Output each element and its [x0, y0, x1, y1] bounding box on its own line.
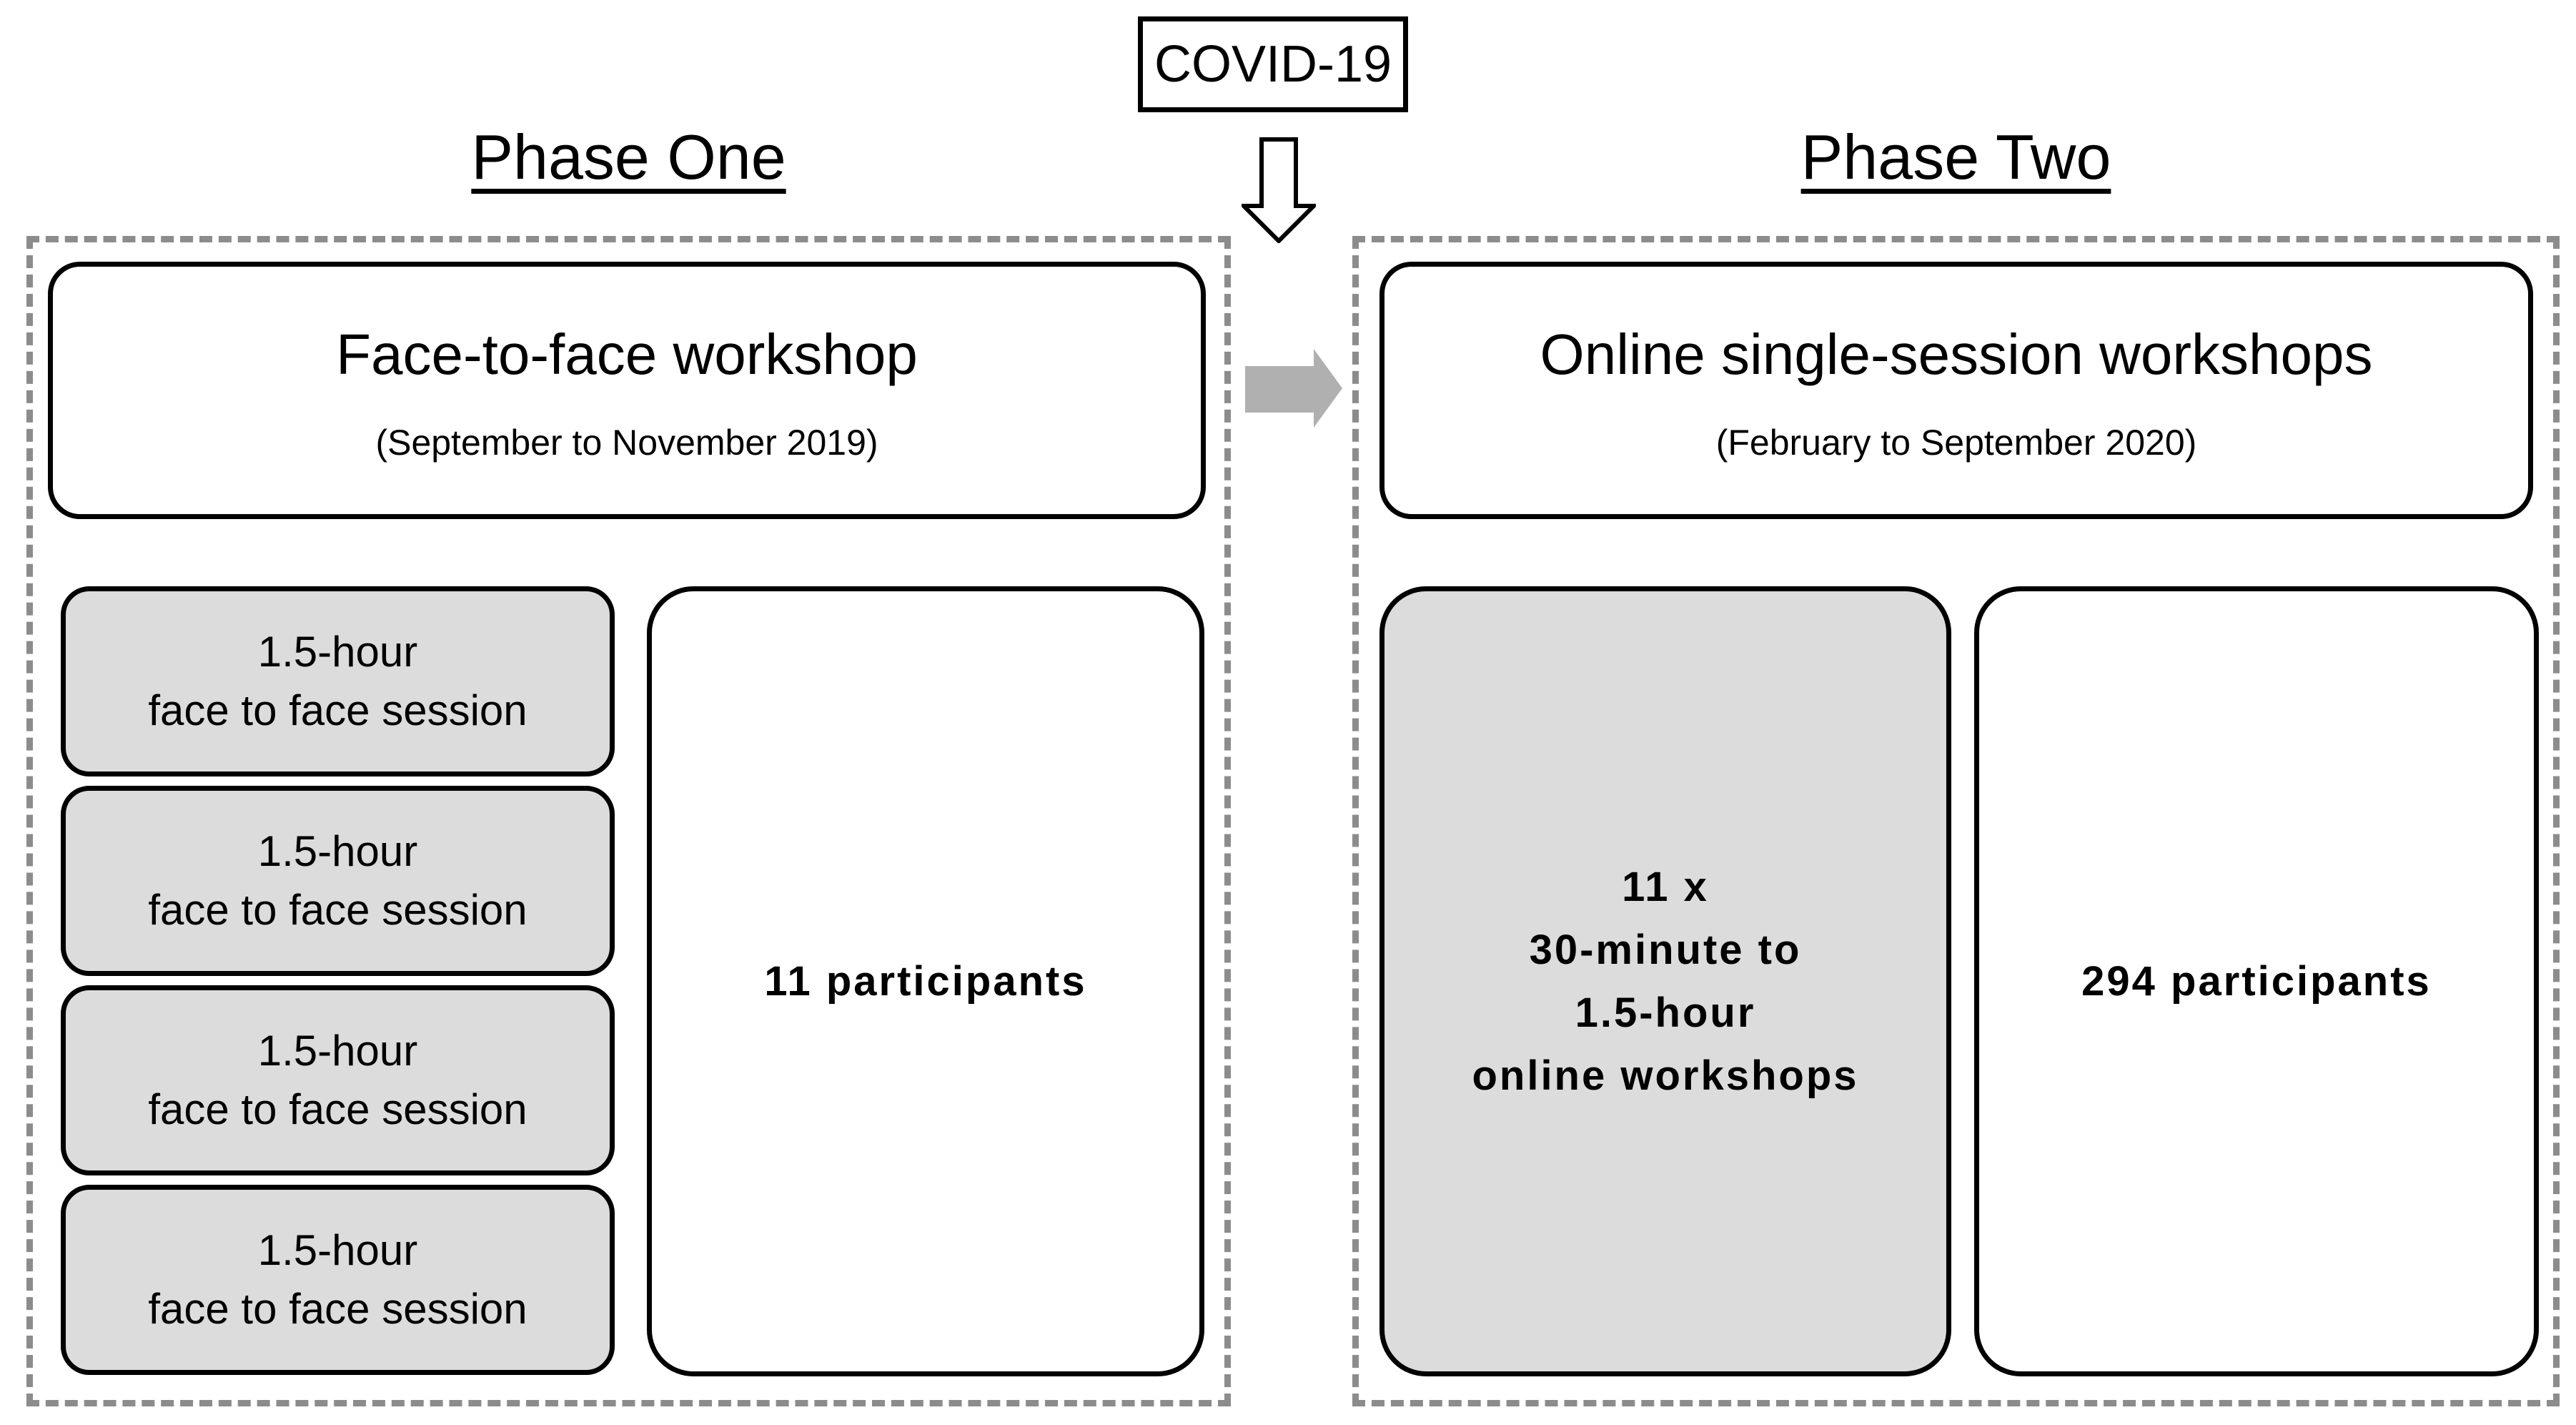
session-4-line2: face to face session — [148, 1285, 527, 1333]
workshops-line2: 30-minute to — [1529, 926, 1802, 973]
session-1-line2: face to face session — [148, 686, 527, 734]
session-box-2: 1.5-hour face to face session — [61, 786, 615, 976]
session-box-4: 1.5-hour face to face session — [61, 1185, 615, 1375]
phase-two-header-box: Online single-session workshops (Februar… — [1379, 262, 2533, 519]
phase-one-header-subtitle: (September to November 2019) — [375, 423, 878, 463]
phase-one-header-box: Face-to-face workshop (September to Nove… — [48, 262, 1206, 519]
phase-one-title-text: Phase One — [471, 122, 786, 192]
phase-two-workshops-box: 11 x 30-minute to 1.5-hour online worksh… — [1379, 586, 1951, 1376]
session-box-3: 1.5-hour face to face session — [61, 985, 615, 1175]
phase-two-participants-text: 294 participants — [2081, 958, 2432, 1005]
phase-two-participants-box: 294 participants — [1974, 586, 2539, 1376]
phase-two-title-text: Phase Two — [1800, 122, 2111, 192]
session-2-line2: face to face session — [148, 886, 527, 934]
workshops-line4: online workshops — [1472, 1052, 1859, 1099]
phase-one-participants-box: 11 participants — [647, 586, 1204, 1376]
session-2-line1: 1.5-hour — [257, 827, 418, 875]
workshops-line1: 11 x — [1622, 863, 1709, 910]
down-arrow-icon — [1238, 137, 1319, 245]
session-4-line1: 1.5-hour — [257, 1226, 418, 1274]
session-1-line1: 1.5-hour — [257, 628, 418, 676]
phase-one-title: Phase One — [26, 114, 1231, 200]
right-arrow-icon — [1245, 349, 1342, 428]
covid-label: COVID-19 — [1154, 36, 1392, 93]
workshops-line3: 1.5-hour — [1575, 989, 1756, 1036]
session-3-line1: 1.5-hour — [257, 1027, 418, 1075]
covid-label-box: COVID-19 — [1138, 16, 1408, 112]
phase-one-participants-text: 11 participants — [764, 958, 1087, 1005]
session-3-line2: face to face session — [148, 1085, 527, 1133]
phase-two-title: Phase Two — [1352, 114, 2560, 200]
phase-one-header-title: Face-to-face workshop — [336, 322, 918, 386]
phase-one-container — [26, 236, 1231, 1406]
phase-two-header-title: Online single-session workshops — [1540, 322, 2373, 386]
session-box-1: 1.5-hour face to face session — [61, 586, 615, 776]
phase-two-container — [1352, 236, 2560, 1406]
phase-two-header-subtitle: (February to September 2020) — [1715, 423, 2197, 463]
